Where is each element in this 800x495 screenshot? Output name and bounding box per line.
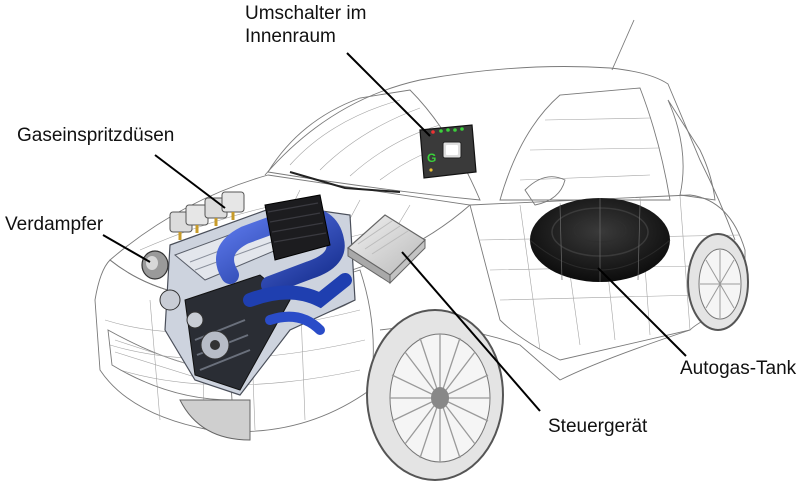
label-injectors: Gaseinspritzdüsen [17, 125, 174, 146]
label-switch-line1: Umschalter im [245, 3, 366, 24]
label-vaporizer: Verdampfer [5, 214, 104, 235]
roof-outline [264, 66, 736, 241]
switch-letter: G [427, 151, 436, 165]
side-window-front [499, 87, 671, 201]
leader-injectors [154, 154, 226, 209]
autogas-tank [529, 198, 671, 282]
labels: Umschalter im Innenraum Gaseinspritzdüse… [5, 3, 797, 437]
leader-tank [597, 267, 687, 357]
front-left-wheel [179, 399, 251, 441]
gas-injectors [169, 191, 245, 240]
label-tank: Autogas-Tank [680, 358, 797, 379]
leader-lines [102, 52, 687, 412]
leader-ecu [401, 251, 541, 412]
antenna [611, 19, 635, 71]
interior-switch: G [419, 124, 477, 179]
ecu-unit [347, 214, 426, 285]
rear-right-wheel [687, 233, 749, 331]
label-switch-line2: Innenraum [245, 26, 336, 47]
label-ecu: Steuergerät [548, 416, 648, 437]
leader-vaporizer [102, 234, 151, 263]
vaporizer [141, 250, 169, 280]
side-window-rear [667, 99, 716, 201]
leader-switch [346, 52, 431, 137]
engine-block [159, 194, 356, 396]
front-right-wheel [366, 309, 504, 481]
side-mirror [524, 176, 566, 206]
wiper [289, 171, 401, 193]
